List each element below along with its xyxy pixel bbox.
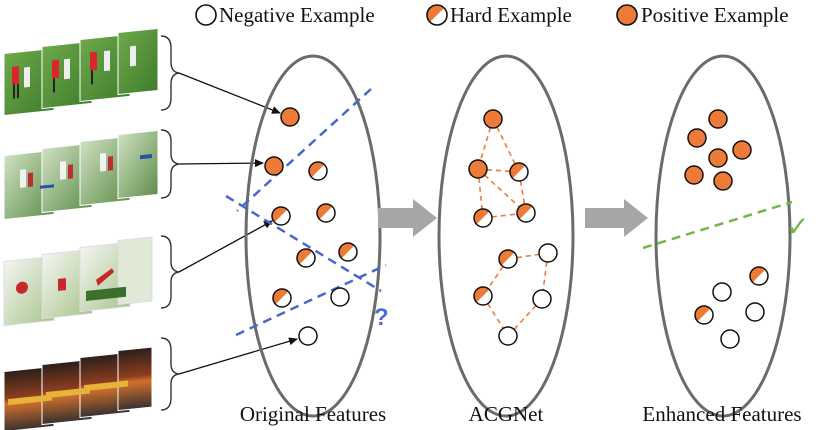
hard-example-point [316,203,336,223]
positive-example-point [708,109,728,129]
negative-example-point [712,282,732,302]
caption-enhanced-features: Enhanced Features [642,402,801,426]
feature-space-enhanced [654,54,792,418]
video-clip-2 [3,129,159,221]
brace-icon [160,129,180,199]
hard-example-point [296,248,316,268]
hard-example-point [338,242,358,262]
legend-hard-icon [426,4,448,26]
video-clip-4 [3,346,153,430]
hard-example-point [473,208,493,228]
negative-example-point [532,289,552,309]
hard-example-point [749,266,769,286]
hard-example-point [473,286,493,306]
arrow-clip4 [178,337,298,375]
boundary-line-2 [225,194,382,293]
arrow-clip3 [178,220,273,273]
positive-example-point [483,109,503,129]
positive-example-point [684,165,704,185]
check-mark-icon: ✓ [786,210,809,243]
video-clip-3 [3,236,153,327]
positive-example-point [468,159,488,179]
boundary-line-1 [236,88,372,212]
feature-space-acgnet [437,54,575,418]
hard-example-point [272,288,292,308]
feature-space-original [244,54,382,418]
positive-example-point [713,171,733,191]
flow-arrow-2 [585,199,648,237]
arrow-clip2 [178,159,264,168]
positive-example-point [280,107,300,127]
ambiguous-boundaries [225,88,387,337]
hard-example-point [271,206,291,226]
caption-acgnet: ACGNet [469,402,544,426]
uncertainty-question-mark: ? [374,304,389,331]
negative-example-point [330,287,350,307]
brace-icons [160,35,180,411]
legend-negative-label: Negative Example [219,3,375,27]
brace-icon [160,337,180,411]
hard-example-point [516,203,536,223]
positive-example-point [708,148,728,168]
negative-example-point [498,326,518,346]
boundary-line-3 [235,263,387,337]
legend-hard-label: Hard Example [450,3,572,27]
negative-example-point [745,302,765,322]
clear-boundary [642,200,793,250]
positive-example-point [264,156,284,176]
positive-example-point [732,140,752,160]
hard-example-point [308,161,328,181]
caption-original-features: Original Features [240,402,386,426]
feature-points [264,107,769,349]
positive-example-point [687,128,707,148]
clip-to-feature-arrows [178,72,298,375]
hard-example-point [498,249,518,269]
hard-example-point [509,162,529,182]
legend: Negative Example Hard Example Positive E… [195,3,789,27]
legend-negative-icon [195,4,217,26]
legend-positive-label: Positive Example [641,3,789,27]
legend-positive-icon [616,4,638,26]
flow-arrow-1 [378,199,437,237]
brace-icon [160,235,180,309]
brace-icon [160,35,180,111]
hard-example-point [694,305,714,325]
negative-example-point [298,326,318,346]
negative-example-point [538,243,558,263]
arrow-clip1 [178,72,281,114]
video-clip-1 [3,27,159,117]
flow-arrows [378,199,648,237]
negative-example-point [720,329,740,349]
